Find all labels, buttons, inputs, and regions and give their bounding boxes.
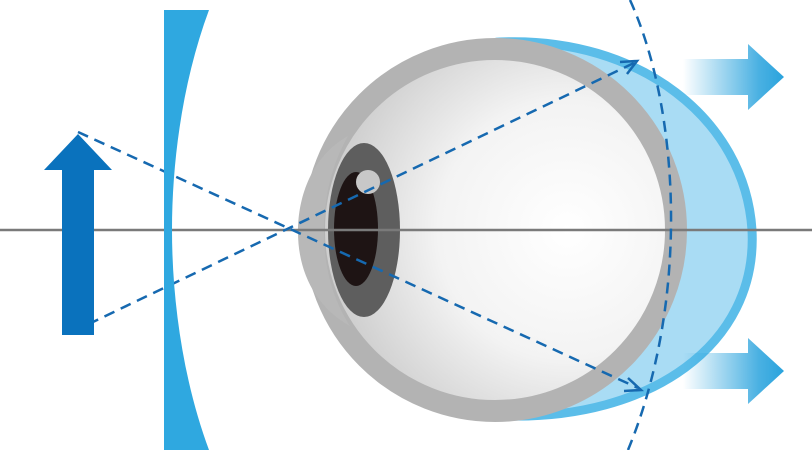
ray-top-to-bottom (77, 130, 639, 390)
elongation-arrow-icon (683, 44, 784, 110)
object-arrow-icon (44, 134, 112, 335)
ray-arrowhead-bottom (623, 377, 645, 393)
ray-arrowhead-top (619, 59, 640, 75)
elongation-arrow-icon (683, 338, 784, 404)
ray-bottom-to-top (71, 60, 637, 334)
concave-lens-icon (164, 10, 209, 450)
